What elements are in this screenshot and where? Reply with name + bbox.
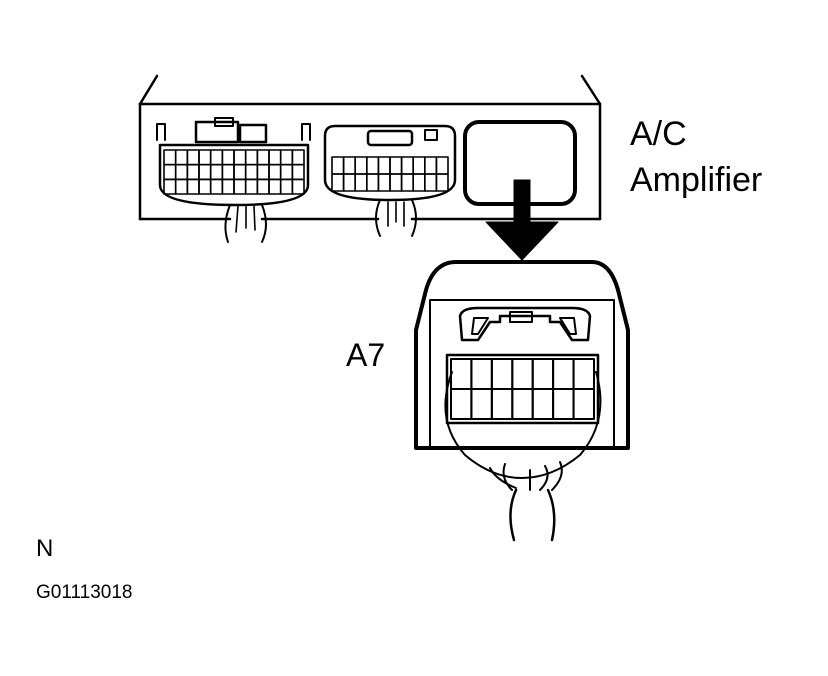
terminal-cell (531, 358, 555, 390)
terminal-cell (450, 388, 473, 420)
terminal-cell (268, 149, 282, 166)
terminal-cell (244, 163, 259, 181)
terminal-cell (186, 178, 200, 195)
terminal-cell (198, 163, 212, 181)
terminal-cell (174, 163, 189, 181)
terminal-cell (221, 163, 235, 181)
terminal-cell (377, 173, 391, 192)
terminal-cell (209, 163, 224, 181)
terminal-cell (233, 178, 247, 195)
terminal-cell (244, 149, 259, 166)
terminal-cell (412, 156, 426, 175)
terminal-cell (423, 156, 438, 175)
terminal-cell (331, 156, 345, 175)
terminal-cell (291, 149, 305, 166)
terminal-cell (342, 156, 357, 175)
terminal-cell (163, 163, 177, 181)
terminal-cell (572, 358, 595, 390)
a7-connector (414, 260, 630, 542)
terminal-cell (198, 178, 212, 195)
terminal-cell (412, 173, 426, 192)
terminal-cell (490, 388, 514, 420)
terminal-cell (354, 156, 368, 175)
figure-code: G01113018 (36, 582, 133, 603)
terminal-cell (450, 358, 473, 390)
terminal-cell (470, 388, 493, 420)
terminal-cell (291, 163, 305, 181)
terminal-cell (365, 156, 380, 175)
terminal-cell (400, 156, 415, 175)
terminal-cell (389, 173, 403, 192)
terminal-cell (174, 149, 189, 166)
terminal-cell (572, 388, 595, 420)
terminal-cell (342, 173, 357, 192)
amplifier-connector-left (156, 117, 311, 243)
terminal-cell (233, 149, 247, 166)
terminal-cell (256, 149, 270, 166)
terminal-cell (490, 358, 514, 390)
connector-label: A7 (346, 337, 386, 373)
terminal-cell (470, 358, 493, 390)
terminal-cell (256, 163, 270, 181)
terminal-cell (511, 358, 534, 390)
amplifier-connector-middle (323, 124, 457, 237)
note-label: N (36, 535, 54, 562)
terminal-cell (511, 388, 534, 420)
terminal-cell (552, 388, 575, 420)
terminal-cell (256, 178, 270, 195)
terminal-cell (244, 178, 259, 195)
terminal-cell (377, 156, 391, 175)
terminal-cell (186, 163, 200, 181)
terminal-cell (291, 178, 305, 195)
terminal-cell (531, 388, 555, 420)
arrow-down-icon (485, 179, 559, 261)
terminal-cell (423, 173, 438, 192)
terminal-cell (221, 178, 235, 195)
terminal-cell (279, 163, 294, 181)
terminal-cell (186, 149, 200, 166)
terminal-cell (209, 149, 224, 166)
terminal-cell (365, 173, 380, 192)
component-label-line2: Amplifier (630, 161, 763, 199)
terminal-cell (209, 178, 224, 195)
terminal-cell (400, 173, 415, 192)
terminal-cell (163, 178, 177, 195)
terminal-cell (268, 178, 282, 195)
terminal-cell (389, 156, 403, 175)
terminal-cell (163, 149, 177, 166)
terminal-cell (233, 163, 247, 181)
terminal-cell (198, 149, 212, 166)
terminal-cell (279, 178, 294, 195)
terminal-cell (268, 163, 282, 181)
amplifier-body (138, 74, 602, 221)
terminal-cell (221, 149, 235, 166)
terminal-cell (552, 358, 575, 390)
terminal-cell (331, 173, 345, 192)
terminal-cell (354, 173, 368, 192)
terminal-cell (435, 156, 449, 175)
terminal-cell (435, 173, 449, 192)
terminal-cell (279, 149, 294, 166)
component-label-line1: A/C (630, 115, 687, 153)
terminal-cell (174, 178, 189, 195)
